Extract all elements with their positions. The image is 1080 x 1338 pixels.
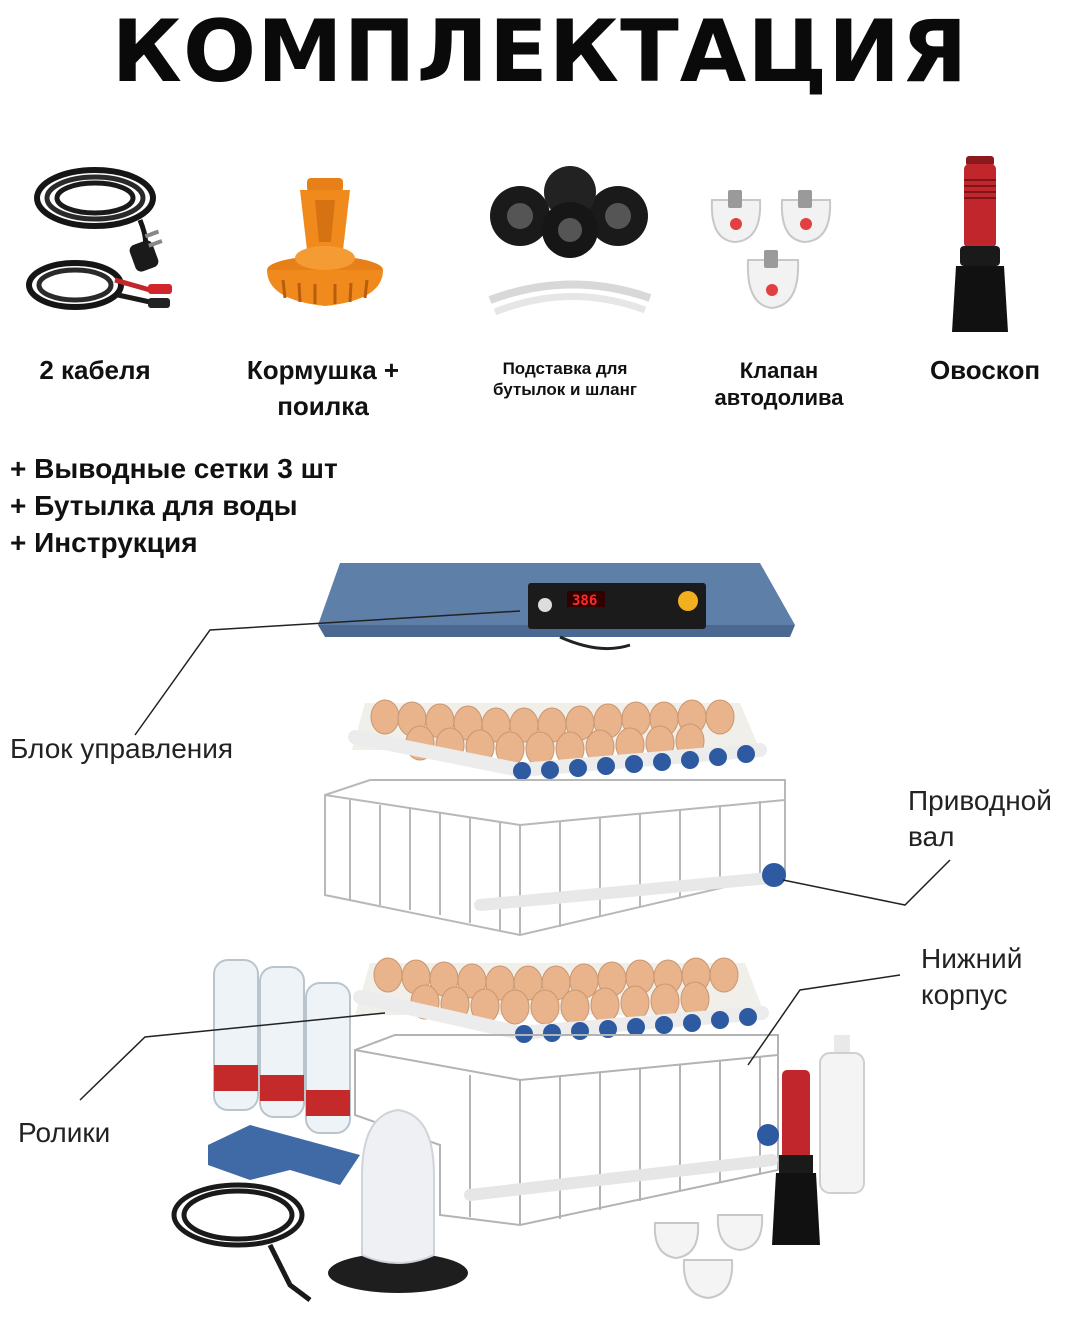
control-lid bbox=[318, 563, 795, 651]
drive-shaft-gear bbox=[762, 863, 786, 887]
extras-list: + Выводные сетки 3 шт + Бутылка для воды… bbox=[10, 450, 338, 561]
feeder-item bbox=[225, 150, 425, 340]
lower-body-label: Нижний корпус bbox=[921, 943, 1023, 1010]
feeder-label: Кормушка + поилка bbox=[246, 355, 400, 421]
bottle-stand-icon bbox=[488, 166, 652, 316]
display-readout: 386 bbox=[572, 593, 597, 609]
bottle-stand-label: Подставка для бутылок и шланг bbox=[493, 359, 637, 399]
ovoscope-small bbox=[772, 1070, 820, 1245]
upper-cage bbox=[324, 779, 786, 937]
drinker bbox=[328, 1108, 468, 1293]
power-cable bbox=[171, 1182, 312, 1302]
upper-egg-tray bbox=[348, 699, 767, 780]
drive-shaft-label: Приводной вал bbox=[908, 785, 1052, 852]
ovoscope-icon bbox=[952, 156, 1008, 332]
control-unit-label: Блок управления bbox=[10, 733, 234, 764]
extras-item: + Инструкция bbox=[10, 527, 198, 558]
valves-small bbox=[653, 1214, 764, 1300]
cables-icon bbox=[26, 167, 172, 310]
rollers-label: Ролики bbox=[18, 1117, 111, 1148]
cables-item bbox=[0, 150, 200, 340]
valve-icon bbox=[710, 190, 832, 310]
spray-bottle bbox=[819, 1035, 865, 1194]
valve-label: Клапан автодолива bbox=[714, 358, 844, 410]
ovoscope-label: Овоскоп bbox=[929, 355, 1041, 385]
ovoscope-item bbox=[880, 150, 1080, 340]
cables-label: 2 кабеля bbox=[39, 355, 151, 385]
bottle-stand-item bbox=[470, 150, 670, 340]
water-bottles bbox=[208, 959, 360, 1185]
incubator-illustration: 386 bbox=[79, 563, 951, 1302]
valve-item bbox=[690, 150, 890, 340]
extras-item: + Бутылка для воды bbox=[10, 490, 298, 521]
feeder-icon bbox=[267, 178, 383, 306]
lower-egg-tray bbox=[353, 957, 769, 1043]
extras-item: + Выводные сетки 3 шт bbox=[10, 453, 338, 484]
page-title: КОМПЛЕКТАЦИЯ bbox=[111, 2, 969, 102]
